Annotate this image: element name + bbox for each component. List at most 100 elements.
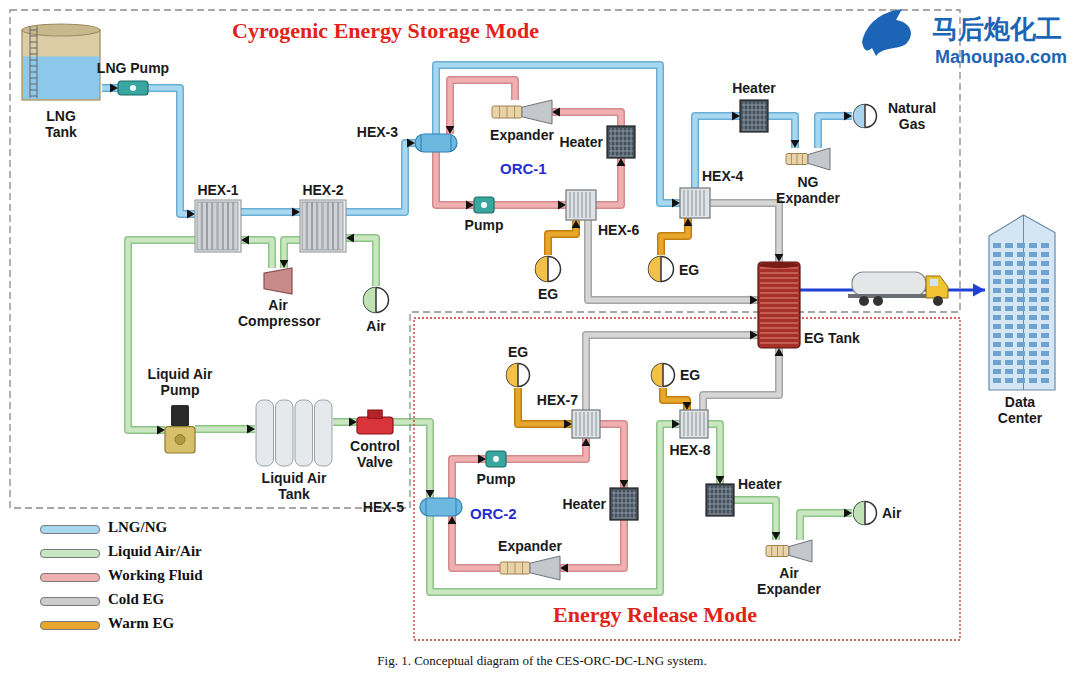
component-label: Heater — [738, 476, 782, 492]
heat-exchanger-node: HEX-4 — [680, 188, 710, 218]
compressor-symbol — [264, 268, 292, 294]
component-label: Liquid Air Tank — [254, 470, 334, 502]
component-label: LNG Pump — [97, 60, 169, 76]
arrowhead — [247, 425, 255, 434]
compressor-symbol-node: Air Compressor — [264, 268, 292, 294]
heat-exchanger-node: HEX-8 — [680, 410, 708, 438]
heater-symbol — [610, 488, 638, 520]
pipe-fill — [430, 424, 680, 592]
pipe-outline — [703, 348, 779, 410]
pipe-fill — [552, 112, 621, 126]
pipe-outline — [552, 112, 621, 126]
expander-symbol-node: Air Expander — [766, 540, 812, 562]
pipe-outline — [128, 240, 195, 430]
data-center-building-node: Data Center — [985, 215, 1055, 390]
heater-symbol — [740, 100, 768, 132]
arrowhead — [564, 420, 572, 429]
pump-symbol-node: LNG Pump — [118, 80, 148, 96]
pipe-fill — [768, 116, 795, 148]
pipe-outline — [333, 418, 357, 426]
pipe-outline — [663, 388, 687, 410]
loop-label: ORC-1 — [500, 160, 547, 177]
loop-label: ORC-2 — [470, 505, 517, 522]
component-label: HEX-6 — [598, 222, 639, 238]
source-circle — [534, 255, 562, 283]
component-label: EG — [680, 367, 700, 383]
component-label: Pump — [477, 471, 516, 487]
component-label: Air — [882, 505, 901, 521]
arrowhead — [791, 140, 800, 148]
pipe — [818, 112, 852, 148]
liquid-air-tank — [255, 400, 333, 466]
pipe — [800, 509, 852, 540]
shell-heat-exchanger-node: HEX-5 — [420, 498, 462, 516]
pipe — [280, 240, 300, 268]
component-label: Control Valve — [345, 438, 405, 470]
pipe-fill — [661, 218, 688, 255]
arrowhead — [478, 455, 486, 464]
pipe — [768, 116, 799, 148]
component-label: HEX-8 — [669, 442, 710, 458]
pump-symbol — [118, 80, 148, 96]
heater-symbol — [607, 126, 635, 158]
pipe — [548, 220, 580, 255]
component-label: HEX-4 — [702, 168, 743, 184]
pipe-fill — [506, 438, 586, 459]
pipe-fill — [600, 424, 624, 488]
source-circle — [505, 362, 531, 388]
heater-symbol-node: Heater — [607, 126, 635, 158]
expander-symbol-node: Expander — [500, 556, 560, 580]
arrowhead — [716, 476, 725, 484]
pipe — [600, 424, 628, 488]
expander-symbol — [500, 556, 560, 580]
legend-text: Liquid Air/Air — [108, 543, 202, 560]
arrowhead — [552, 108, 560, 117]
heat-exchanger — [572, 410, 600, 438]
pipe-outline — [241, 240, 272, 268]
pipe-fill — [195, 427, 255, 432]
pipe-outline — [436, 152, 474, 205]
pipe — [241, 208, 300, 217]
mode-title: Energy Release Mode — [553, 602, 757, 628]
component-label: Data Center — [990, 394, 1050, 426]
pipe-outline — [768, 116, 795, 148]
heat-exchanger — [680, 410, 708, 438]
source-circle-node: EG — [534, 255, 562, 283]
shell-heat-exchanger — [420, 498, 462, 516]
expander-symbol — [492, 100, 552, 124]
arrowhead — [346, 234, 354, 243]
pipe — [734, 500, 780, 540]
pipe — [596, 158, 625, 205]
source-circle-node: EG — [647, 255, 675, 283]
component-label: EG Tank — [804, 330, 860, 346]
arrowhead — [775, 348, 784, 356]
plate-heat-exchanger — [300, 200, 346, 252]
pipe-outline — [560, 520, 624, 568]
pipe — [436, 65, 680, 207]
pipe-outline — [710, 203, 779, 262]
legend-text: Cold EG — [108, 591, 164, 608]
legend-swatch — [40, 621, 100, 630]
pipe — [552, 108, 621, 126]
component-label: Air Compressor — [238, 297, 318, 329]
pipe — [506, 438, 590, 459]
arrowhead — [426, 490, 435, 498]
pipe-outline — [346, 143, 415, 212]
pipe-fill — [818, 116, 852, 148]
control-valve-node: Control Valve — [357, 410, 393, 434]
pipe-fill — [494, 203, 566, 208]
expander-symbol — [766, 540, 812, 562]
expander-symbol-node: NG Expander — [786, 148, 830, 170]
component-label: Air Expander — [749, 565, 829, 597]
arrowhead — [973, 283, 985, 296]
component-label: Heater — [559, 134, 603, 150]
pipe — [661, 218, 692, 255]
arrowhead — [582, 438, 591, 446]
pipe — [448, 516, 500, 568]
liquid-air-pump — [165, 405, 195, 453]
plate-heat-exchanger-node: HEX-2 — [300, 200, 346, 252]
pipe-outline — [600, 424, 624, 488]
pipe-fill — [284, 240, 300, 268]
figure-caption: Fig. 1. Conceptual diagram of the CES-OR… — [377, 653, 706, 669]
component-label: Expander — [498, 538, 562, 554]
